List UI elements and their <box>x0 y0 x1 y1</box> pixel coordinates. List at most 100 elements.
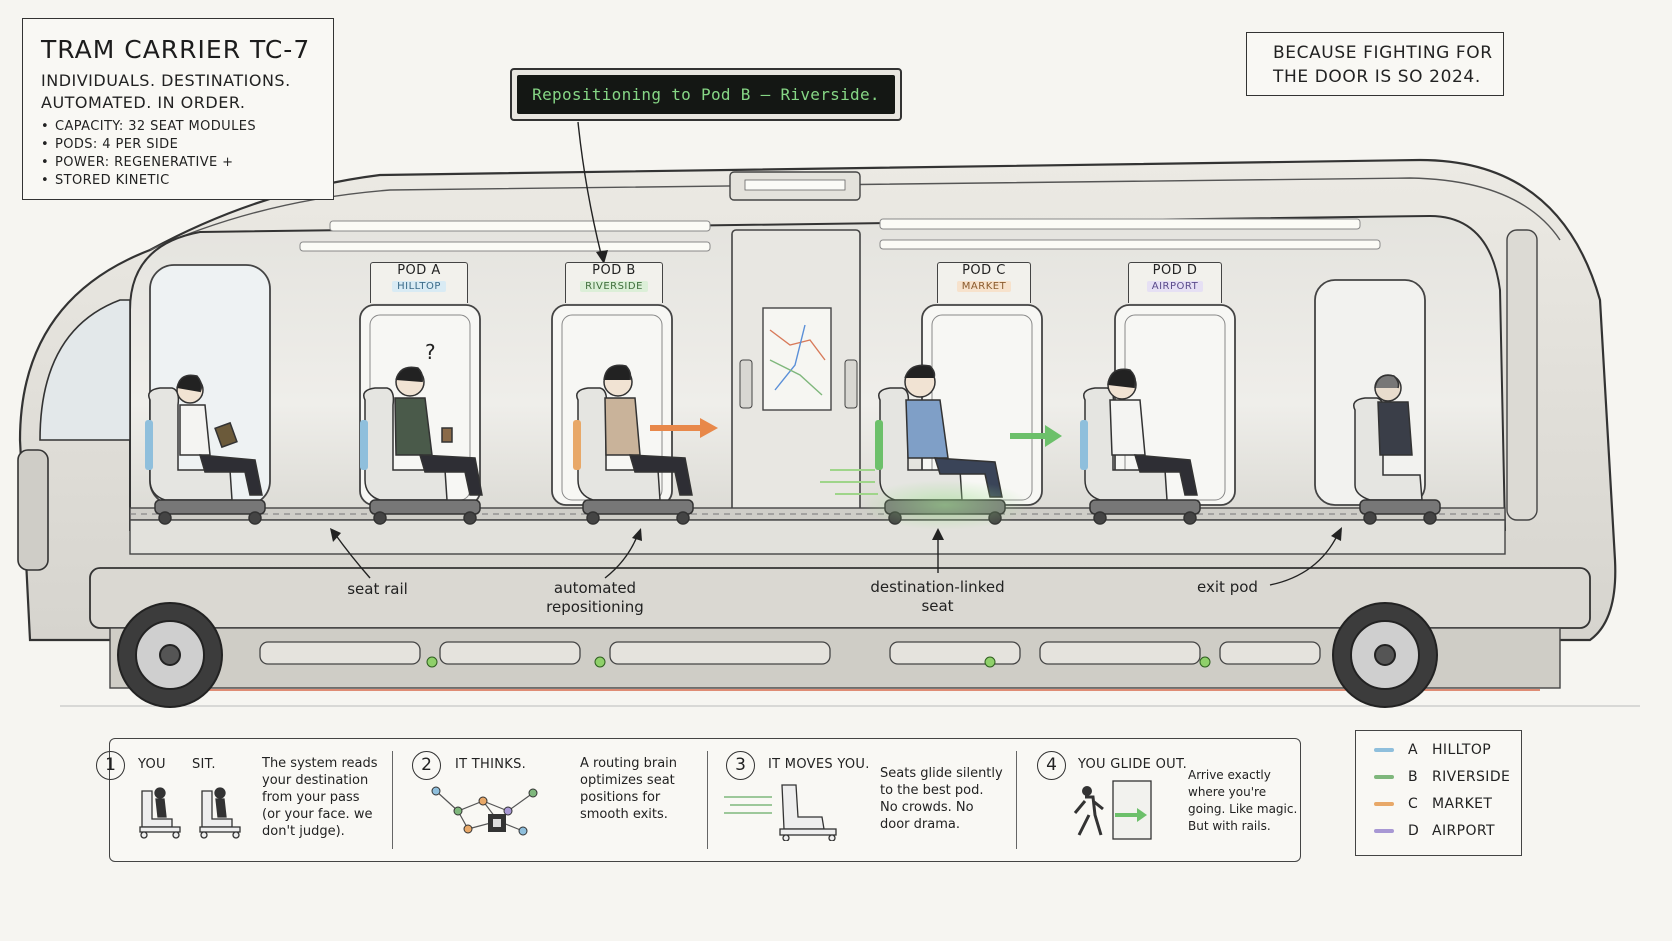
step-4-desc-line: But with rails. <box>1188 819 1271 833</box>
legend-label: MARKET <box>1432 796 1493 812</box>
ceiling-lights <box>299 218 1381 252</box>
step-divider <box>392 751 393 849</box>
step-2-title: IT THINKS. <box>455 757 527 772</box>
step-divider <box>1016 751 1017 849</box>
callout-automated-line-1: automated <box>553 579 637 597</box>
legend-swatch <box>1374 748 1394 752</box>
step-1-number: 1 <box>96 751 125 780</box>
step-1-desc-line: The system reads <box>262 756 378 771</box>
step-2-desc-line: optimizes seat <box>580 773 675 788</box>
tagline-card: BECAUSE FIGHTING FOR THE DOOR IS SO 2024… <box>1246 32 1504 96</box>
drive-pipes <box>259 641 1321 665</box>
pod-a-destination: HILLTOP <box>392 281 446 292</box>
legend-label: RIVERSIDE <box>1432 769 1511 785</box>
status-display-text: Repositioning to Pod B — Riverside. <box>517 75 895 114</box>
legend-swatch <box>1374 775 1394 779</box>
callout-destination-linked-seat: destination-linked seat <box>860 578 1015 616</box>
seat-5 <box>1080 368 1201 525</box>
legend-key: C <box>1408 796 1419 812</box>
step-3-desc-line: to the best pod. <box>880 783 984 798</box>
pod-d-label: POD D <box>1152 263 1198 278</box>
tagline-line-1: BECAUSE FIGHTING FOR <box>1273 43 1493 63</box>
pod-c-tag: POD C MARKET <box>937 262 1031 303</box>
tagline-line-2: THE DOOR IS SO 2024. <box>1273 67 1481 87</box>
spec-power-cont: STORED KINETIC <box>41 172 256 190</box>
legend-key: D <box>1408 823 1420 839</box>
step-1-title-b: SIT. <box>192 757 216 772</box>
seat-3 <box>573 364 694 525</box>
seat-2 <box>360 366 483 525</box>
callout-automated-repositioning: automated repositioning <box>530 579 660 617</box>
pod-b-tag: POD B RIVERSIDE <box>565 262 663 303</box>
step-2-description: A routing brain optimizes seat positions… <box>580 755 710 823</box>
pod-d-tag: POD D AIRPORT <box>1128 262 1222 303</box>
tram-title: TRAM CARRIER TC-7 <box>41 35 311 64</box>
callout-dest-line-1: destination-linked <box>870 578 1005 596</box>
step-4-number: 4 <box>1037 751 1066 780</box>
step-2-desc-line: A routing brain <box>580 756 678 771</box>
pod-c-label: POD C <box>962 263 1006 278</box>
spec-pods: PODS: 4 PER SIDE <box>41 136 256 154</box>
pod-a-label: POD A <box>397 263 441 278</box>
callout-automated-line-2: repositioning <box>546 598 644 616</box>
step-3-desc-line: No crowds. No <box>880 800 974 815</box>
question-mark: ? <box>425 340 436 364</box>
legend-item-a: A HILLTOP <box>1374 742 1491 758</box>
step-4-exit-icon <box>1073 780 1152 840</box>
step-divider <box>707 751 708 849</box>
motion-arrow-green <box>1010 425 1062 447</box>
legend-item-d: D AIRPORT <box>1374 823 1495 839</box>
legend-key: A <box>1408 742 1418 758</box>
legend-key: B <box>1408 769 1419 785</box>
step-4-description: Arrive exactly where you're going. Like … <box>1188 767 1303 835</box>
step-3-title: IT MOVES YOU. <box>768 757 870 772</box>
wheels <box>117 602 1438 708</box>
legend-swatch <box>1374 829 1394 833</box>
step-3-description: Seats glide silently to the best pod. No… <box>880 765 1020 833</box>
step-4-title: YOU GLIDE OUT. <box>1078 757 1188 772</box>
route-map-lines <box>769 324 826 396</box>
step-2-number: 2 <box>412 751 441 780</box>
callout-seat-rail: seat rail <box>347 580 408 598</box>
step-4-desc-line: Arrive exactly <box>1188 768 1271 782</box>
pod-c-destination: MARKET <box>956 281 1012 292</box>
step-3-moving-seat-icon <box>724 784 837 841</box>
pod-d-destination: AIRPORT <box>1146 281 1204 292</box>
legend-swatch <box>1374 802 1394 806</box>
front-window <box>39 299 131 441</box>
step-2-desc-line: smooth exits. <box>580 807 668 822</box>
callout-dest-line-2: seat <box>921 597 954 615</box>
step-1-desc-line: from your pass <box>262 790 360 805</box>
step-1-description: The system reads your destination from y… <box>262 755 387 840</box>
step-2-desc-line: positions for <box>580 790 661 805</box>
seat-6 <box>1353 374 1441 525</box>
pod-a-tag: POD A HILLTOP <box>370 262 468 303</box>
legend-item-b: B RIVERSIDE <box>1374 769 1510 785</box>
step-1-title-a: YOU <box>138 757 166 772</box>
pod-b-label: POD B <box>592 263 636 278</box>
seat-modules <box>145 364 1441 525</box>
step-2-routing-brain-icon <box>431 786 538 836</box>
step-3-desc-line: door drama. <box>880 817 960 832</box>
motion-arrow-orange <box>650 418 718 438</box>
step-4-desc-line: where you're <box>1188 785 1267 799</box>
step-1-desc-line: don't judge). <box>262 824 345 839</box>
seat-1 <box>145 374 266 525</box>
legend-item-c: C MARKET <box>1374 796 1492 812</box>
spec-list: CAPACITY: 32 SEAT MODULES PODS: 4 PER SI… <box>41 118 256 190</box>
how-it-works-panel: 1 YOU SIT. The system reads your destina… <box>96 738 1303 862</box>
step-1-desc-line: (or your face. we <box>262 807 373 822</box>
legend-label: HILLTOP <box>1432 742 1492 758</box>
destination-legend: A HILLTOP B RIVERSIDE C MARKET D AIRPORT <box>1355 730 1522 856</box>
pod-b-destination: RIVERSIDE <box>580 281 648 292</box>
subtitle-line-1: INDIVIDUALS. DESTINATIONS. <box>41 71 291 90</box>
step-1-seat-icons <box>139 787 241 839</box>
step-3-number: 3 <box>726 751 755 780</box>
step-4-desc-line: going. Like magic. <box>1188 802 1298 816</box>
subtitle-line-2: AUTOMATED. IN ORDER. <box>41 93 246 112</box>
step-3-desc-line: Seats glide silently <box>880 766 1003 781</box>
callout-exit-pod: exit pod <box>1197 578 1258 596</box>
spec-power: POWER: REGENERATIVE + <box>41 154 256 172</box>
legend-label: AIRPORT <box>1432 823 1495 839</box>
display-pointer <box>577 121 603 259</box>
